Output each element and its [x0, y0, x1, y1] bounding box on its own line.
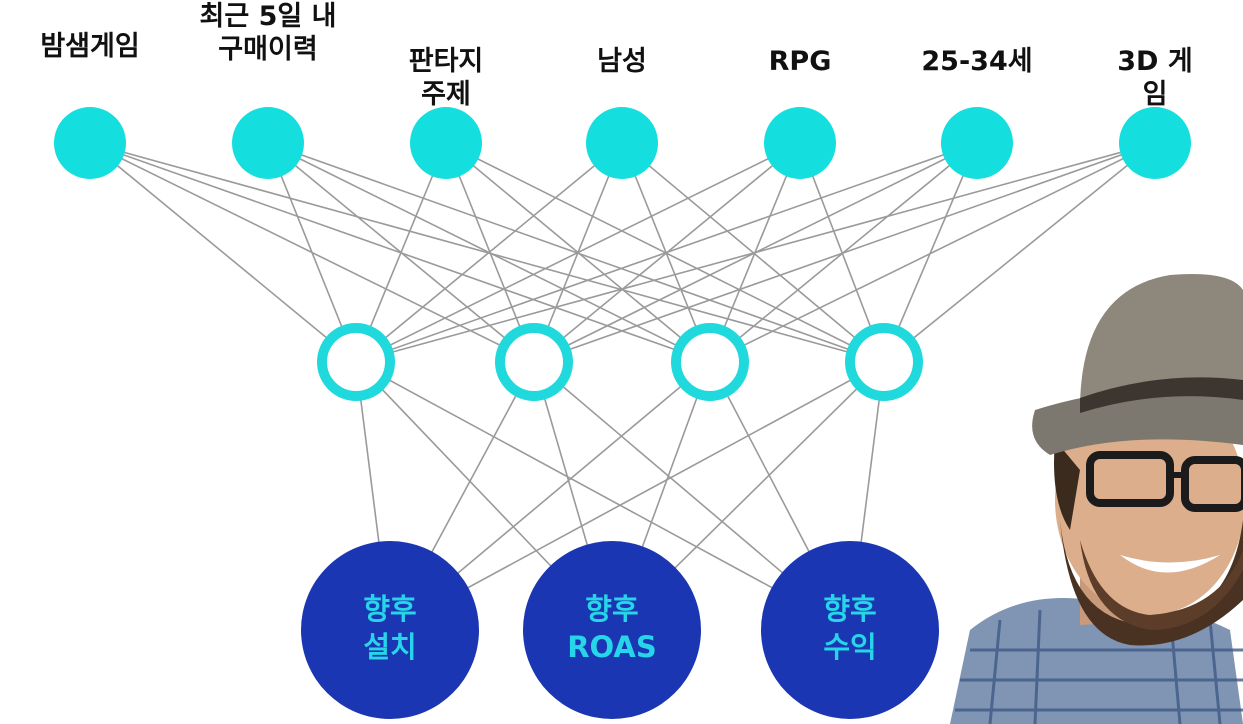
hidden-node-1: [495, 323, 573, 401]
input-label-3: 남성: [597, 46, 647, 77]
hidden-node-3: [845, 323, 923, 401]
edge-input-5-hidden-3: [883, 142, 978, 363]
output-node-2: [761, 541, 939, 719]
input-label-0: 밤샘게임: [40, 31, 140, 62]
hidden-node-0: [317, 323, 395, 401]
edge-input-6-hidden-1: [533, 142, 1156, 363]
input-node-6: [1119, 107, 1191, 179]
output-node-1: [523, 541, 701, 719]
edge-input-6-hidden-3: [883, 142, 1156, 363]
person-photo: [950, 274, 1243, 724]
edge-hidden-0-output-2: [355, 361, 851, 631]
edge-input-0-hidden-0: [89, 142, 357, 363]
input-node-5: [941, 107, 1013, 179]
edge-input-3-hidden-0: [355, 142, 623, 363]
input-node-0: [54, 107, 126, 179]
input-label-6: 3D 게임: [1117, 46, 1193, 110]
input-node-2: [410, 107, 482, 179]
input-node-1: [232, 107, 304, 179]
edge-input-5-hidden-0: [355, 142, 978, 363]
edge-input-6-hidden-2: [709, 142, 1156, 363]
input-label-1: 최근 5일 내 구매이력: [199, 1, 337, 65]
edge-input-2-hidden-0: [355, 142, 447, 363]
input-label-4: RPG: [768, 46, 832, 77]
output-node-0: [301, 541, 479, 719]
edge-input-1-hidden-3: [267, 142, 885, 363]
input-label-5: 25-34세: [921, 46, 1033, 77]
edge-hidden-3-output-0: [389, 361, 885, 631]
edge-input-4-hidden-3: [799, 142, 885, 363]
nodes: [54, 107, 1191, 719]
input-label-2: 판타지 주제: [408, 46, 484, 110]
edge-input-0-hidden-3: [89, 142, 885, 363]
input-node-4: [764, 107, 836, 179]
edge-input-6-hidden-0: [355, 142, 1156, 363]
hidden-node-2: [671, 323, 749, 401]
edge-input-4-hidden-0: [355, 142, 801, 363]
edge-input-1-hidden-0: [267, 142, 357, 363]
input-node-3: [586, 107, 658, 179]
